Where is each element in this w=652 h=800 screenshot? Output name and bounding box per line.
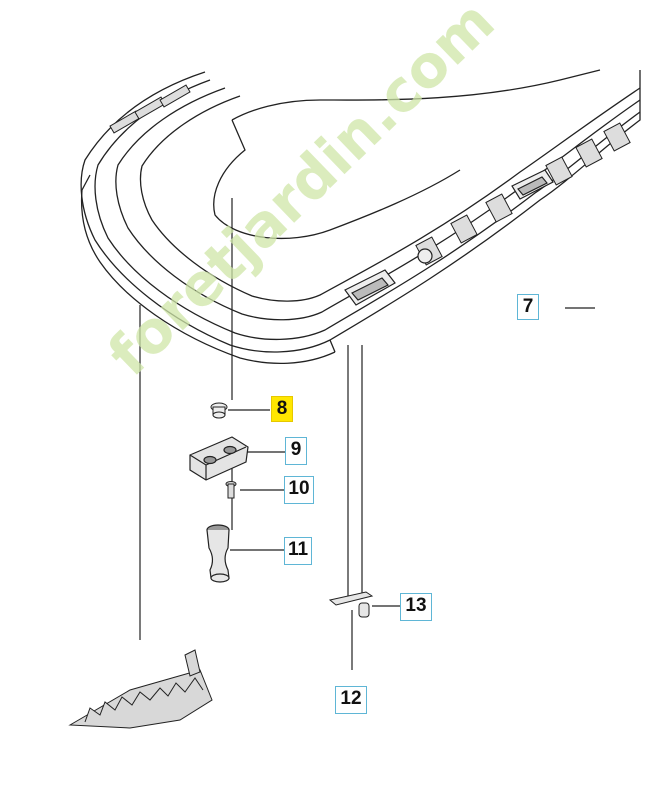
part-10-pin xyxy=(225,481,237,499)
part-9-bracket xyxy=(189,436,249,481)
callout-10[interactable]: 10 xyxy=(284,476,314,504)
vent-slots xyxy=(109,84,631,266)
part-8-screw xyxy=(210,402,228,419)
body-cover xyxy=(80,69,641,365)
callout-9[interactable]: 9 xyxy=(285,437,307,465)
callout-8[interactable]: 8 xyxy=(271,396,293,422)
callout-7[interactable]: 7 xyxy=(517,294,539,320)
handle-front xyxy=(344,169,554,306)
callout-12[interactable]: 12 xyxy=(335,686,367,714)
part-11-column xyxy=(206,524,230,583)
callout-13[interactable]: 13 xyxy=(400,593,432,621)
part-13-clip xyxy=(328,591,374,618)
callout-11[interactable]: 11 xyxy=(284,537,312,565)
chassis-fragment xyxy=(68,649,213,729)
